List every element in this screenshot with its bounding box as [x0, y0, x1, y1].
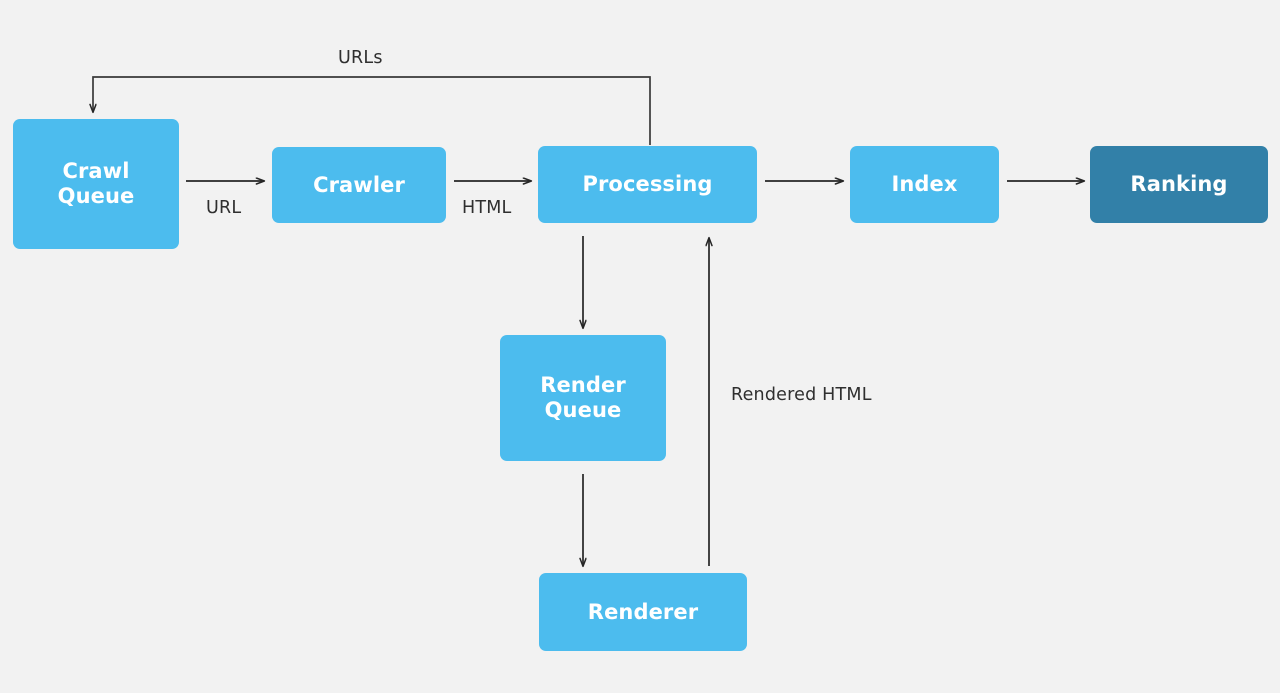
- node-render-queue-label: Render Queue: [540, 373, 626, 422]
- node-ranking[interactable]: Ranking: [1090, 146, 1268, 223]
- node-renderer[interactable]: Renderer: [539, 573, 747, 651]
- node-index[interactable]: Index: [850, 146, 999, 223]
- node-crawl-queue-label: Crawl Queue: [57, 159, 135, 208]
- edge-label-url: URL: [206, 198, 242, 218]
- node-crawler[interactable]: Crawler: [272, 147, 446, 223]
- node-crawler-label: Crawler: [313, 172, 405, 197]
- edge-label-urls: URLs: [338, 48, 383, 68]
- node-renderer-label: Renderer: [587, 599, 699, 624]
- node-render-queue[interactable]: Render Queue: [500, 335, 666, 461]
- node-crawl-queue[interactable]: Crawl Queue: [13, 119, 179, 249]
- node-index-label: Index: [891, 172, 958, 197]
- edge-label-rendered-html: Rendered HTML: [731, 385, 872, 405]
- edge-label-html: HTML: [462, 198, 512, 218]
- node-processing-label: Processing: [582, 172, 713, 197]
- node-ranking-label: Ranking: [1130, 172, 1228, 197]
- node-processing[interactable]: Processing: [538, 146, 757, 223]
